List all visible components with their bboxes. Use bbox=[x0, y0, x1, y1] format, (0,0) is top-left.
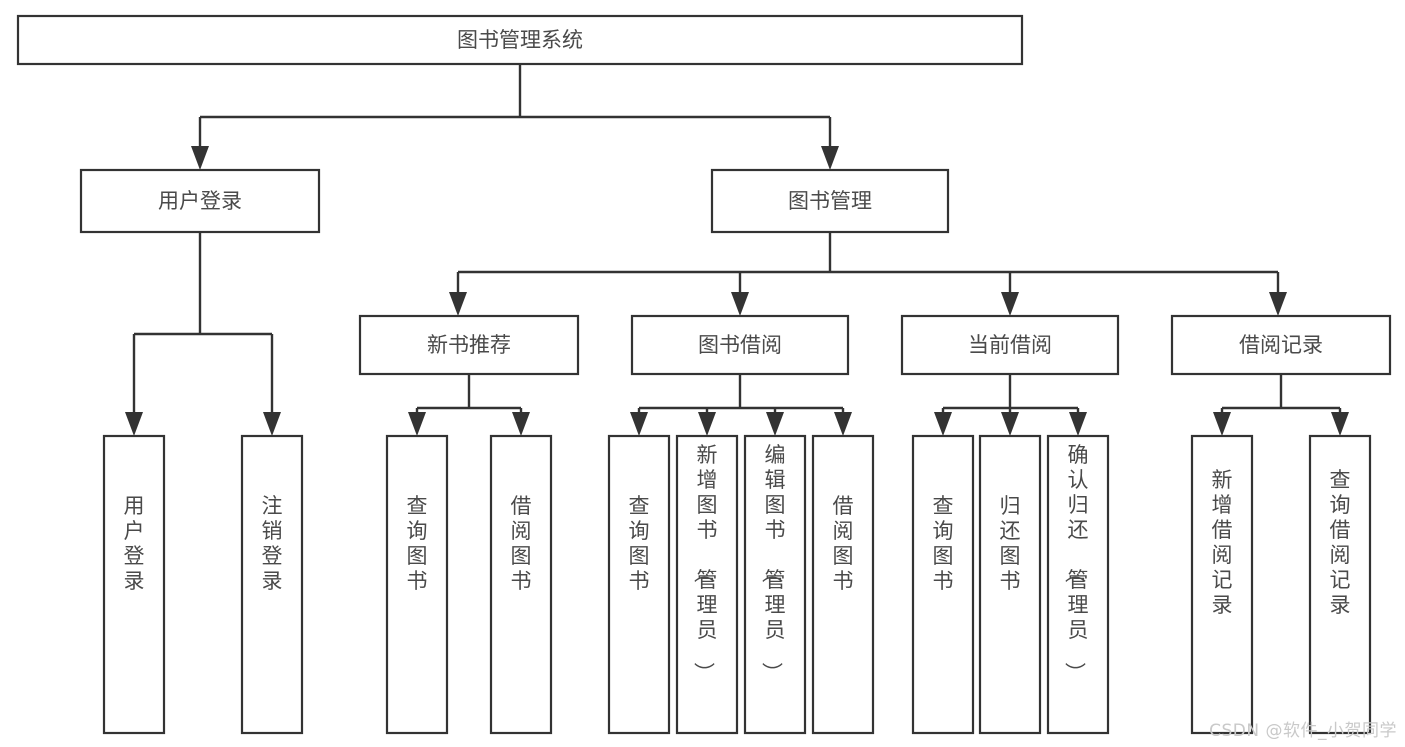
node-leaf-query-book-2[interactable]: 查询图书 bbox=[607, 434, 671, 735]
node-leaf-query-record-label: 查询借阅记录 bbox=[1330, 468, 1351, 617]
node-leaf-add-book[interactable]: 新增图书（管理员） bbox=[675, 434, 739, 735]
arrow-nbr-leaf-1 bbox=[408, 412, 426, 436]
connector-group-book-manage bbox=[449, 232, 1287, 316]
arrow-root-to-user-login bbox=[191, 146, 209, 170]
node-leaf-user-login-box[interactable] bbox=[102, 434, 166, 735]
node-current-borrow-box[interactable] bbox=[900, 314, 1120, 376]
node-leaf-query-book-1[interactable]: 查询图书 bbox=[385, 434, 449, 735]
arrow-bm-to-current-borrow bbox=[1001, 292, 1019, 316]
node-leaf-add-record[interactable]: 新增借阅记录 bbox=[1190, 434, 1254, 735]
node-leaf-query-book-2-box[interactable] bbox=[607, 434, 671, 735]
arrow-cb-leaf-1 bbox=[934, 412, 952, 436]
node-book-borrow-label: 图书借阅 bbox=[698, 333, 782, 357]
connector-group-user-login bbox=[125, 232, 281, 436]
arrow-br-leaf-1 bbox=[1213, 412, 1231, 436]
arrow-bb-leaf-4 bbox=[834, 412, 852, 436]
node-user-login[interactable]: 用户登录 bbox=[79, 168, 321, 234]
connector-group-book-borrow bbox=[630, 374, 852, 436]
node-borrow-record-label: 借阅记录 bbox=[1239, 333, 1323, 357]
watermark-credit: CSDN @软件_小贺同学 bbox=[1209, 721, 1397, 741]
node-leaf-logout-login[interactable]: 注销登录 bbox=[240, 434, 304, 735]
node-borrow-record[interactable]: 借阅记录 bbox=[1170, 314, 1392, 376]
node-leaf-borrow-book-1-label: 借阅图书 bbox=[511, 494, 532, 593]
node-leaf-user-login[interactable]: 用户登录 bbox=[102, 434, 166, 735]
node-leaf-return-book-box[interactable] bbox=[978, 434, 1042, 735]
node-leaf-query-book-1-label: 查询图书 bbox=[407, 494, 428, 593]
arrow-cb-leaf-2 bbox=[1001, 412, 1019, 436]
node-leaf-confirm-return-label: 确认归还（管理员） bbox=[1063, 443, 1089, 683]
arrow-br-leaf-2 bbox=[1331, 412, 1349, 436]
node-leaf-edit-book-label: 编辑图书（管理员） bbox=[760, 443, 786, 683]
node-root-label: 图书管理系统 bbox=[457, 28, 583, 52]
node-new-book-rec[interactable]: 新书推荐 bbox=[358, 314, 580, 376]
node-current-borrow[interactable]: 当前借阅 bbox=[900, 314, 1120, 376]
node-leaf-query-book-1-box[interactable] bbox=[385, 434, 449, 735]
node-book-manage-box[interactable] bbox=[710, 168, 950, 234]
node-leaf-add-book-box[interactable] bbox=[675, 434, 739, 735]
node-leaf-query-record[interactable]: 查询借阅记录 bbox=[1308, 434, 1372, 735]
node-leaf-query-book-2-label: 查询图书 bbox=[629, 494, 650, 593]
arrow-bm-to-book-borrow bbox=[731, 292, 749, 316]
arrow-bm-to-borrow-record bbox=[1269, 292, 1287, 316]
arrow-root-to-book-manage bbox=[821, 146, 839, 170]
arrow-user-login-leaf-2 bbox=[263, 412, 281, 436]
node-book-manage-label: 图书管理 bbox=[788, 189, 872, 213]
node-leaf-confirm-return-box[interactable] bbox=[1046, 434, 1110, 735]
node-leaf-borrow-book-1[interactable]: 借阅图书 bbox=[489, 434, 553, 735]
node-leaf-confirm-return[interactable]: 确认归还（管理员） bbox=[1046, 434, 1110, 735]
node-leaf-return-book-label: 归还图书 bbox=[1000, 494, 1021, 593]
node-leaf-edit-book-box[interactable] bbox=[743, 434, 807, 735]
node-book-borrow-box[interactable] bbox=[630, 314, 850, 376]
node-leaf-logout-login-box[interactable] bbox=[240, 434, 304, 735]
node-new-book-rec-label: 新书推荐 bbox=[427, 333, 511, 357]
connector-group-new-book-rec bbox=[408, 374, 530, 436]
node-leaf-query-book-3-label: 查询图书 bbox=[933, 494, 954, 593]
arrow-bb-leaf-2 bbox=[698, 412, 716, 436]
arrow-bb-leaf-3 bbox=[766, 412, 784, 436]
node-leaf-user-login-label: 用户登录 bbox=[124, 494, 145, 593]
node-leaf-add-record-box[interactable] bbox=[1190, 434, 1254, 735]
node-new-book-rec-box[interactable] bbox=[358, 314, 580, 376]
arrow-bm-to-new-book-rec bbox=[449, 292, 467, 316]
node-user-login-label: 用户登录 bbox=[158, 189, 242, 213]
node-leaf-query-record-box[interactable] bbox=[1308, 434, 1372, 735]
node-current-borrow-label: 当前借阅 bbox=[968, 333, 1052, 357]
arrow-bb-leaf-1 bbox=[630, 412, 648, 436]
node-leaf-add-record-label: 新增借阅记录 bbox=[1212, 468, 1233, 617]
node-leaf-query-book-3[interactable]: 查询图书 bbox=[911, 434, 975, 735]
node-borrow-record-box[interactable] bbox=[1170, 314, 1392, 376]
arrow-nbr-leaf-2 bbox=[512, 412, 530, 436]
node-leaf-borrow-book-2-box[interactable] bbox=[811, 434, 875, 735]
connector-group-root bbox=[191, 64, 839, 170]
node-root[interactable]: 图书管理系统 bbox=[16, 14, 1024, 66]
node-leaf-borrow-book-1-box[interactable] bbox=[489, 434, 553, 735]
node-book-borrow[interactable]: 图书借阅 bbox=[630, 314, 850, 376]
connector-group-borrow-record bbox=[1213, 374, 1349, 436]
node-leaf-borrow-book-2-label: 借阅图书 bbox=[833, 494, 854, 593]
node-root-box[interactable] bbox=[16, 14, 1024, 66]
node-leaf-logout-login-label: 注销登录 bbox=[262, 494, 283, 593]
arrow-cb-leaf-3 bbox=[1069, 412, 1087, 436]
connector-group-current-borrow bbox=[934, 374, 1087, 436]
node-user-login-box[interactable] bbox=[79, 168, 321, 234]
node-leaf-edit-book[interactable]: 编辑图书（管理员） bbox=[743, 434, 807, 735]
node-leaf-add-book-label: 新增图书（管理员） bbox=[692, 443, 718, 683]
arrow-user-login-leaf-1 bbox=[125, 412, 143, 436]
node-leaf-query-book-3-box[interactable] bbox=[911, 434, 975, 735]
node-book-manage[interactable]: 图书管理 bbox=[710, 168, 950, 234]
node-leaf-borrow-book-2[interactable]: 借阅图书 bbox=[811, 434, 875, 735]
node-leaf-return-book[interactable]: 归还图书 bbox=[978, 434, 1042, 735]
